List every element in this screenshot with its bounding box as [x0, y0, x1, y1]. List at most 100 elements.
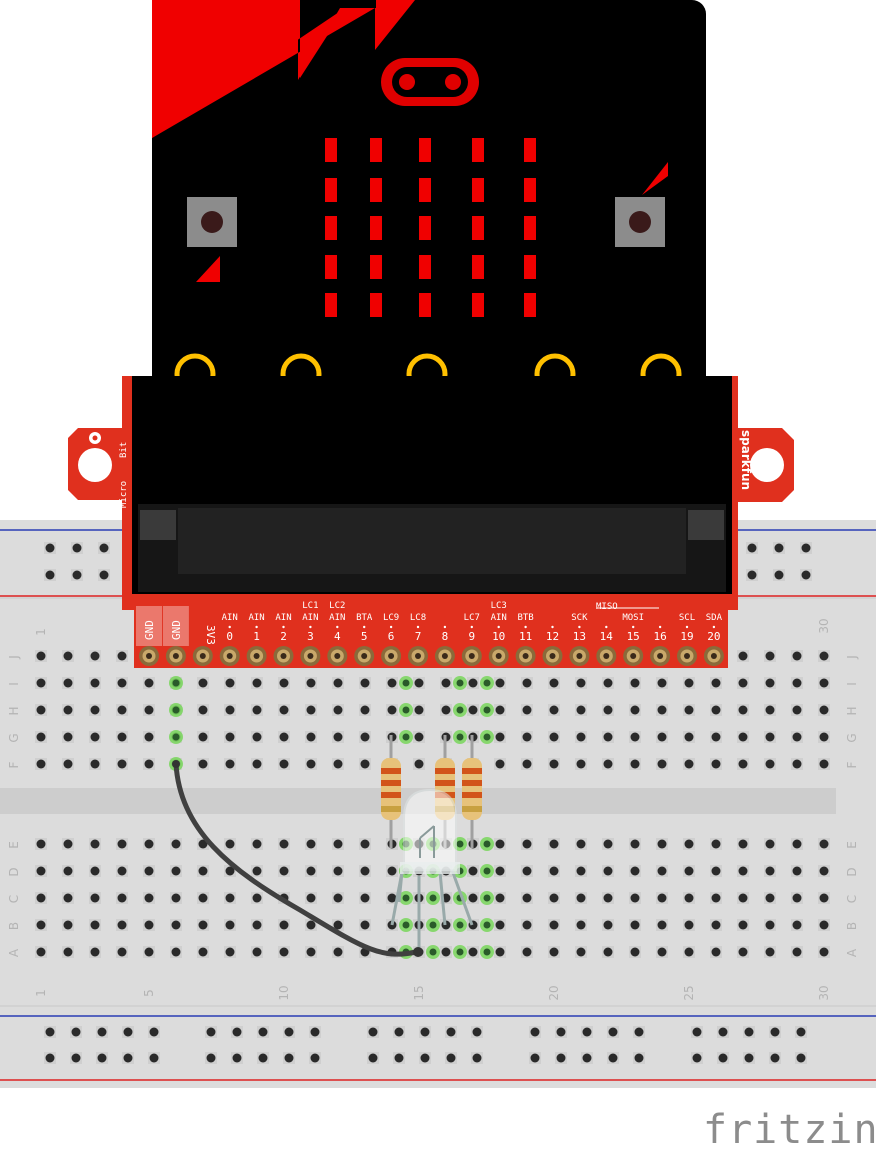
breadboard-hole [89, 838, 101, 850]
breadboard-hole [116, 677, 128, 689]
breadboard-hole [116, 758, 128, 770]
breadboard-hole [413, 704, 425, 716]
header-pin [219, 646, 240, 666]
header-pin [139, 646, 159, 666]
breadboard-hole [386, 704, 398, 716]
breadboard-hole [70, 1026, 82, 1038]
breadboard-hole [116, 892, 128, 904]
breadboard-hole [791, 892, 803, 904]
pin-function-label: SCL [679, 613, 695, 623]
button-a[interactable] [187, 197, 237, 282]
breadboard-hole [656, 946, 668, 958]
breadboard-hole [413, 731, 425, 743]
breadboard-hole [717, 1052, 729, 1064]
breadboard-hole [283, 1052, 295, 1064]
breadboard-hole [278, 758, 290, 770]
row-label: J [7, 655, 21, 660]
miso-label: MISO [596, 602, 618, 612]
pin-number-label: 4 [334, 630, 341, 643]
breadboard-hole [305, 892, 317, 904]
led-pixel [325, 178, 337, 202]
breadboard-hole [251, 704, 263, 716]
breadboard-hole [683, 758, 695, 770]
breadboard-hole [710, 704, 722, 716]
breadboard-hole [494, 919, 506, 931]
pin-dot [685, 625, 689, 629]
breadboard-hole [710, 892, 722, 904]
pin-dot [443, 625, 447, 629]
breadboard-hole [35, 946, 47, 958]
connected-hole-center [483, 948, 491, 956]
pin-function-label: BTA [356, 613, 373, 623]
header-pin [354, 646, 375, 666]
breadboard-hole [251, 838, 263, 850]
breadboard-hole [529, 1052, 541, 1064]
breadboard-hole [737, 731, 749, 743]
breadboard-hole [769, 1026, 781, 1038]
breadboard-hole [764, 704, 776, 716]
breadboard-hole [251, 946, 263, 958]
breadboard-hole [148, 1052, 160, 1064]
row-label: F [845, 761, 859, 768]
breadboard-hole [494, 731, 506, 743]
breadboard-hole [602, 892, 614, 904]
breadboard-hole [691, 1052, 703, 1064]
breadboard-hole [89, 892, 101, 904]
breadboard-hole [35, 838, 47, 850]
pin-dot [336, 625, 339, 629]
header-pin [650, 646, 671, 666]
breadboard-hole [89, 650, 101, 662]
breadboard-hole [743, 1026, 755, 1038]
led-pixel [419, 178, 431, 202]
sparkfun-logo-text: sparkfun [739, 430, 753, 490]
breadboard-hole [633, 1026, 645, 1038]
breadboard-hole [683, 838, 695, 850]
breadboard-hole [791, 758, 803, 770]
header-pin [461, 646, 482, 666]
header-pin [703, 646, 724, 666]
pin-function-label: LC7 [464, 613, 480, 623]
row-label: B [845, 922, 859, 930]
connected-hole-center [483, 921, 491, 929]
connected-hole-center [402, 894, 410, 902]
breadboard-hole [332, 677, 344, 689]
breadboard-hole [683, 946, 695, 958]
header-pin [327, 646, 348, 666]
breadboard-hole [224, 919, 236, 931]
pin-function-label: LC8 [410, 613, 426, 623]
button-b[interactable] [615, 162, 669, 247]
column-number: 5 [142, 989, 156, 997]
breadboard-hole [332, 758, 344, 770]
breadboard-hole [224, 677, 236, 689]
connected-hole-center [172, 733, 180, 741]
pin-number-label: 0 [226, 630, 233, 643]
connected-hole-center [172, 706, 180, 714]
breadboard-hole [629, 731, 641, 743]
breadboard-hole [359, 838, 371, 850]
breadboard-hole [278, 919, 290, 931]
breadboard-hole [98, 542, 110, 554]
pin-number-label: GND [143, 620, 156, 640]
pin-number-label: 1 [253, 630, 260, 643]
led-pixel [524, 178, 536, 202]
column-number: 15 [412, 985, 426, 1000]
breadboard-hole [467, 946, 479, 958]
breadboard-hole [795, 1026, 807, 1038]
breadboard-hole [818, 865, 830, 877]
breadboard-hole [607, 1026, 619, 1038]
breadboard-hole [224, 892, 236, 904]
led-pixel [419, 255, 431, 279]
pin-number-label: 6 [388, 630, 395, 643]
breadboard-hole [359, 731, 371, 743]
breadboard-hole [575, 919, 587, 931]
pin-function-label: LC9 [383, 613, 399, 623]
breadboard-hole [683, 919, 695, 931]
led-pixel [472, 216, 484, 240]
breadboard-hole [764, 865, 776, 877]
breadboard-hole [521, 919, 533, 931]
breadboard-hole [89, 758, 101, 770]
led-pixel [419, 138, 431, 162]
breadboard-hole [818, 731, 830, 743]
pin-number-label: 16 [653, 630, 666, 643]
